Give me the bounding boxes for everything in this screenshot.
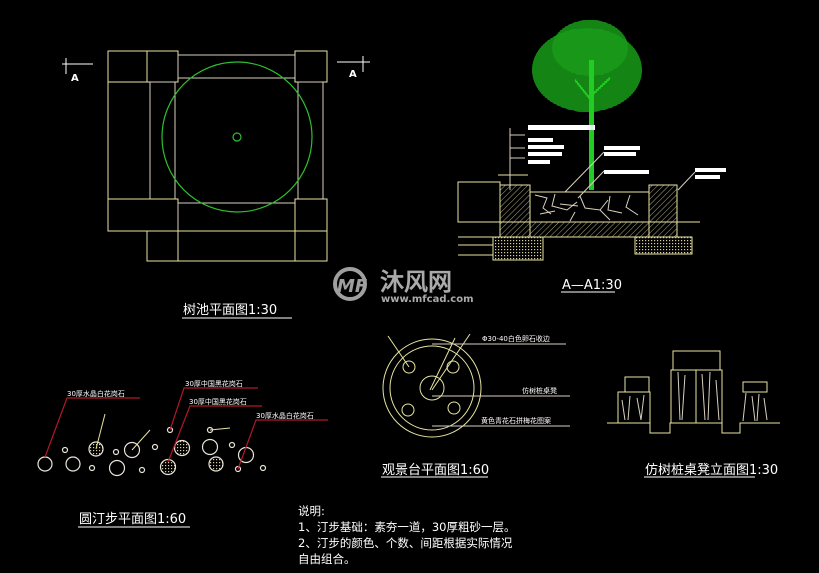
stepping-stone	[166, 426, 174, 434]
stepping-stone	[151, 443, 159, 451]
stepping-stone	[112, 448, 120, 456]
note-line-3: 自由组合。	[298, 552, 356, 566]
stone-label-4: 30厚水晶白花岗石	[256, 411, 314, 420]
stone-label-2: 30厚中国黑花岗石	[185, 379, 243, 388]
tree-trunk-marker	[232, 132, 242, 142]
pavilion-label-1: Φ30-40白色卵石收边	[482, 334, 550, 343]
tree-pool-plan-title: 树池平面图1:30	[183, 303, 277, 318]
watermark: MF 沐风网 www.mfcad.com	[333, 267, 474, 305]
stepping-stone	[259, 464, 267, 472]
stepping-stone	[159, 458, 177, 476]
pavilion-label-2: 仿树桩桌凳	[522, 386, 557, 395]
tree-pool-plan: A A 树池平面图1:30	[62, 50, 370, 319]
stepping-stone	[108, 459, 126, 477]
section-title: A—A1:30	[562, 278, 622, 293]
stump-elevation-title: 仿树桩桌凳立面图1:30	[645, 462, 778, 478]
notes: 说明: 1、汀步基础：素夯一道，30厚粗砂一层。 2、汀步的颜色、个数、间距根据…	[298, 504, 515, 566]
stepping-stone	[61, 446, 69, 454]
stepping-stone	[65, 456, 81, 472]
stepping-stone	[123, 441, 141, 459]
svg-text:A: A	[349, 69, 357, 80]
section-mark-left: A	[62, 58, 93, 84]
stepping-stone	[228, 441, 236, 449]
notes-heading: 说明:	[298, 504, 325, 518]
stepping-stone	[37, 456, 53, 472]
stone-label-3: 30厚中国黑花岗石	[189, 397, 247, 406]
pavilion-label-3: 黄色青花石拼梅花图案	[481, 416, 551, 425]
section-mark-right: A	[337, 56, 370, 80]
svg-text:A: A	[71, 73, 79, 84]
stepping-stone	[201, 438, 219, 456]
stepping-stone	[208, 456, 224, 472]
note-line-2: 2、汀步的颜色、个数、间距根据实际情况	[298, 536, 513, 550]
tree-canopy-outline	[161, 61, 313, 213]
stepping-stone	[234, 465, 242, 473]
stepping-stone	[88, 464, 96, 472]
watermark-logo	[333, 267, 367, 301]
note-line-1: 1、汀步基础：素夯一道，30厚粗砂一层。	[298, 520, 515, 534]
stepping-stones-title: 圆汀步平面图1:60	[79, 512, 186, 527]
stepping-stones-plan: 30厚水晶白花岗石 30厚中国黑花岗石 30厚中国黑花岗石 30厚水晶白花岗石 …	[37, 379, 328, 528]
watermark-url: www.mfcad.com	[381, 294, 474, 305]
stone-label-1: 30厚水晶白花岗石	[67, 389, 125, 398]
stump-elevation: 仿树桩桌凳立面图1:30	[607, 350, 780, 478]
stepping-stone	[138, 466, 146, 474]
watermark-brand: 沐风网	[380, 268, 452, 296]
stepping-stone	[173, 439, 191, 457]
pavilion-plan: Φ30-40白色卵石收边 仿树桩桌凳 黄色青花石拼梅花图案 观景台平面图1:60	[381, 333, 570, 478]
section-a-a: A—A1:30	[457, 20, 726, 293]
pavilion-plan-title: 观景台平面图1:60	[382, 463, 489, 478]
svg-text:MF: MF	[337, 276, 368, 297]
